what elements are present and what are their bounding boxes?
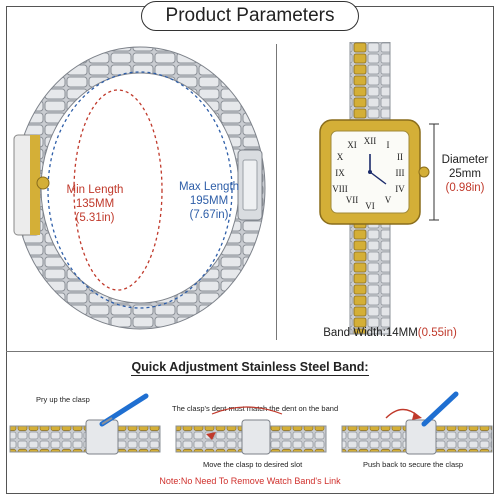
svg-text:XI: XI: [347, 140, 357, 150]
svg-text:VI: VI: [365, 201, 375, 211]
screwdriver-icon: [421, 391, 459, 427]
svg-text:VIII: VIII: [332, 184, 348, 194]
svg-text:IX: IX: [335, 168, 345, 178]
divider-horizontal: [6, 351, 494, 352]
minute-hand: [369, 171, 387, 185]
dent-arrow-icon: [211, 406, 283, 415]
watch-illustration: XII VI IX III XI I VII V X II VIII IV: [319, 42, 439, 335]
min-length-loop: [73, 89, 163, 291]
diameter-label: Diameter 25mm (0.98in): [441, 154, 489, 194]
step1-caption: Pry up the clasp: [36, 395, 90, 404]
step2-caption-bottom: Move the clasp to desired slot: [203, 460, 303, 469]
svg-text:V: V: [385, 195, 392, 205]
band-width-label: Band Width:14MM(0.55in): [323, 327, 457, 339]
upper-band: [349, 42, 391, 123]
crown-icon: [418, 166, 430, 178]
adjustment-title: Quick Adjustment Stainless Steel Band:: [131, 360, 369, 376]
max-length-label: Max Length 195MM (7.67in): [178, 181, 240, 221]
step3-caption: Push back to secure the clasp: [363, 460, 464, 469]
min-length-label: Min Length 135MM (5.31in): [66, 184, 124, 224]
page-title: Product Parameters: [141, 1, 359, 31]
lower-band: [349, 221, 391, 335]
step2-caption-top: The clasp's dent must match the dent on …: [172, 404, 339, 413]
adjustment-note: Note:No Need To Remove Watch Band's Link: [159, 476, 341, 486]
svg-text:III: III: [396, 168, 405, 178]
crown-icon: [36, 176, 50, 190]
svg-text:XII: XII: [364, 136, 377, 146]
svg-text:I: I: [387, 140, 390, 150]
step1-band: [9, 425, 161, 453]
svg-text:II: II: [397, 152, 403, 162]
svg-text:VII: VII: [346, 195, 359, 205]
bracelet-illustration: [13, 46, 266, 330]
max-length-loop: [47, 71, 233, 309]
svg-text:IV: IV: [395, 184, 405, 194]
adjustment-illustration: [9, 391, 493, 455]
svg-text:X: X: [337, 152, 344, 162]
divider-vertical: [276, 44, 277, 340]
